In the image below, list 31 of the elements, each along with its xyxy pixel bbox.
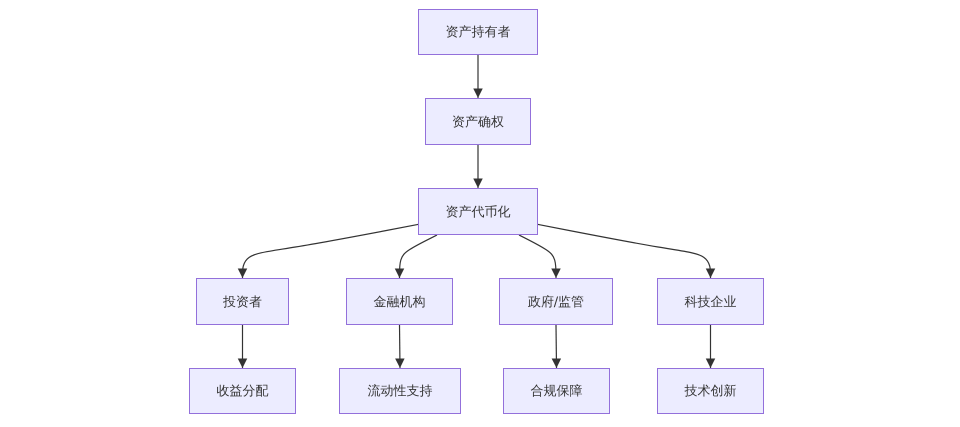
process-box	[339, 368, 461, 414]
node-label: 政府/监管	[528, 294, 584, 310]
process-box	[657, 368, 764, 414]
process-box	[503, 368, 610, 414]
process-box	[418, 9, 538, 55]
arrow	[238, 223, 420, 278]
arrow	[518, 234, 561, 278]
process-box	[657, 278, 764, 325]
arrow	[552, 325, 562, 368]
node-label: 资产确权	[452, 114, 504, 130]
node-label: 资产持有者	[446, 24, 510, 41]
arrow	[238, 325, 248, 368]
process-box	[189, 368, 296, 414]
node-label: 收益分配	[216, 383, 268, 400]
arrow	[706, 325, 716, 368]
node-label: 投资者	[223, 294, 262, 310]
arrow	[395, 325, 405, 368]
node-label: 科技企业	[684, 294, 736, 310]
arrow	[473, 55, 483, 98]
node-label: 技术创新	[684, 383, 736, 400]
node-label: 流动性支持	[368, 383, 432, 400]
process-box	[346, 278, 453, 325]
node-label: 资产代币化	[446, 204, 510, 220]
process-box	[418, 188, 538, 235]
process-box	[425, 98, 531, 145]
arrow	[473, 145, 483, 188]
node-label: 合规保障	[530, 383, 582, 400]
process-box	[499, 278, 613, 325]
process-box	[196, 278, 289, 325]
node-label: 金融机构	[374, 294, 426, 310]
arrow	[394, 234, 438, 278]
